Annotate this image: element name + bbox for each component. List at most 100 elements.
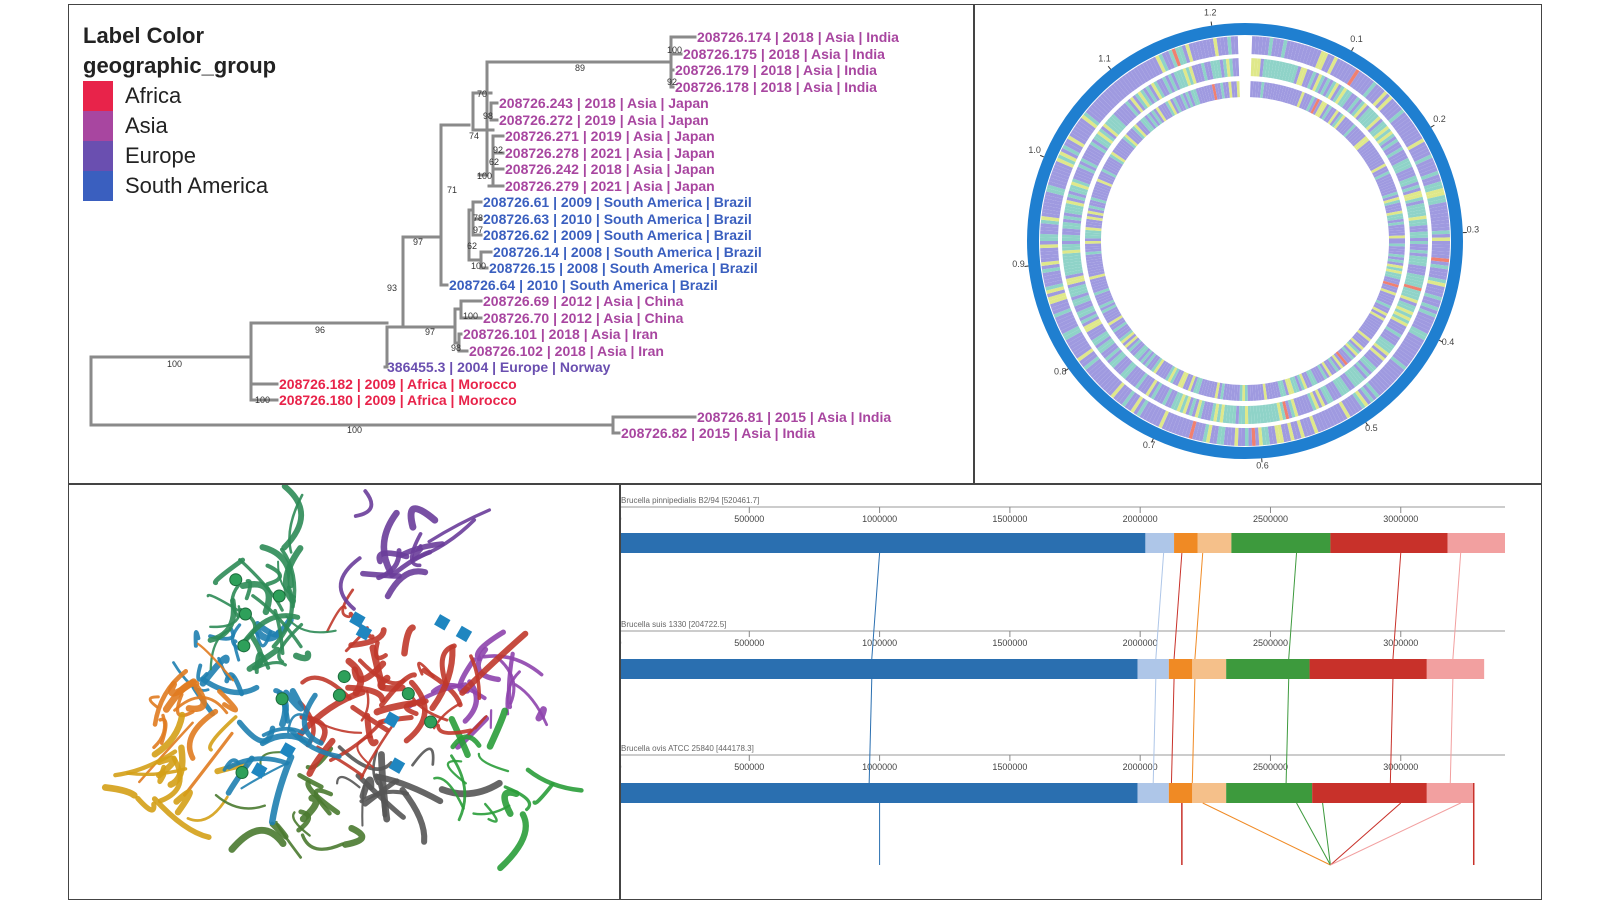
protein-ribbon [151, 796, 212, 840]
synteny-link [1285, 678, 1290, 784]
genome-track-segment [1185, 43, 1194, 63]
synteny-block [1309, 659, 1427, 679]
scale-label: 0.1 [1350, 34, 1363, 44]
genome-track-segment [1296, 374, 1305, 391]
genome-track-segment [1250, 58, 1255, 77]
genome-track-segment [1091, 194, 1108, 202]
genome-track-segment [1383, 141, 1401, 154]
genome-track-segment [1397, 172, 1416, 182]
genome-track-segment [1331, 113, 1344, 128]
genome-track-segment [1231, 384, 1235, 401]
genome-track-segment [1327, 382, 1340, 400]
genome-track-segment [1376, 337, 1394, 352]
genome-track-segment [1327, 357, 1340, 373]
genome-track-segment [1139, 63, 1152, 81]
genome-track-segment [1358, 327, 1373, 340]
genome-track-segment [1344, 371, 1358, 388]
genome-track-segment [1079, 350, 1096, 365]
support-value: 92 [667, 77, 677, 87]
genome-track-segment [1429, 205, 1448, 212]
genome-track-segment [1216, 426, 1223, 445]
protein-ribbon [475, 646, 502, 683]
genome-track-segment [1406, 269, 1426, 276]
genome-track-segment [1065, 272, 1084, 280]
genome-track-segment [1335, 116, 1348, 131]
genome-track-segment [1357, 388, 1372, 405]
genome-track-segment [1124, 133, 1138, 147]
genome-track-segment [1431, 237, 1450, 241]
genome-track-segment [1085, 224, 1102, 229]
protein-structure-image [101, 485, 584, 872]
genome-track-segment [1182, 396, 1192, 415]
genome-track-segment [1222, 82, 1228, 99]
synteny-block [1426, 659, 1485, 679]
genome-track-segment [1327, 109, 1340, 125]
genome-track-segment [1210, 60, 1217, 80]
genome-track-segment [1287, 399, 1296, 418]
genome-track-segment [1098, 299, 1115, 309]
genome-track-segment [1063, 212, 1083, 219]
synteny-block [1145, 533, 1175, 553]
genome-track-segment [1047, 292, 1067, 301]
genome-track-segment [1259, 405, 1265, 424]
ligand-sphere [401, 687, 415, 701]
genome-track-segment [1344, 94, 1358, 111]
genome-track-segment [1110, 151, 1126, 163]
genome-track-segment [1425, 286, 1444, 295]
genome-track-segment [1046, 289, 1066, 298]
genome-track-segment [1087, 106, 1104, 121]
genome-track-segment [1086, 261, 1103, 267]
genome-track-segment [1427, 198, 1447, 206]
protein-ribbon [148, 695, 160, 709]
genome-track-segment [1346, 369, 1361, 386]
genome-track-segment [1293, 42, 1302, 62]
genome-track-segment [1386, 361, 1403, 376]
genome-track-segment [1282, 62, 1290, 81]
tree-leaf-label: 208726.174 | 2018 | Asia | India [697, 29, 899, 45]
genome-track-segment [1102, 306, 1118, 317]
genome-track-segment [1388, 248, 1405, 253]
scale-tick [1151, 438, 1154, 443]
genome-track-segment [1431, 254, 1450, 259]
genome-track-segment [1384, 199, 1401, 207]
synteny-link [1449, 678, 1454, 784]
genome-track-segment [1381, 101, 1398, 116]
genome-track-segment [1360, 79, 1375, 96]
genome-track-segment [1074, 300, 1093, 310]
genome-track-segment [1041, 212, 1060, 219]
protein-ribbon [506, 651, 515, 710]
genome-track-segment [1431, 244, 1450, 249]
ligand-sphere [238, 607, 252, 621]
genome-track-segment [1124, 365, 1139, 382]
genome-track-segment [1402, 187, 1421, 196]
genome-track-segment [1094, 183, 1111, 192]
legend-item: Africa [83, 81, 276, 111]
genome-track-segment [1408, 215, 1427, 221]
genome-track-segment [1185, 374, 1194, 391]
genome-track-segment [1117, 107, 1133, 123]
genome-track-segment [1386, 213, 1404, 219]
axis-tick-label: 500000 [734, 514, 764, 524]
genome-track-segment [1041, 208, 1061, 215]
genome-track-segment [1124, 100, 1139, 117]
genome-track-segment [1107, 86, 1123, 103]
genome-track-segment [1355, 361, 1370, 377]
glycan-block [279, 742, 296, 759]
genome-track-segment [1094, 290, 1111, 299]
genome-track-segment [1062, 221, 1081, 227]
genome-track-segment [1091, 280, 1108, 288]
protein-ribbon [168, 678, 197, 697]
genome-track-segment [1238, 58, 1243, 77]
protein-ribbon [450, 754, 467, 822]
genome-track-segment [1073, 175, 1091, 185]
genome-track-segment [1090, 363, 1107, 379]
genome-track-segment [1077, 348, 1094, 362]
genome-track-segment [1329, 84, 1342, 102]
tree-leaf-label: 208726.242 | 2018 | Asia | Japan [505, 161, 715, 177]
genome-track-segment [1090, 278, 1107, 286]
genome-track-segment [1386, 266, 1403, 272]
genome-track-segment [1144, 114, 1157, 130]
genome-track-segment [1388, 246, 1405, 250]
support-value: 74 [469, 131, 479, 141]
genome-track-segment [1203, 85, 1211, 102]
